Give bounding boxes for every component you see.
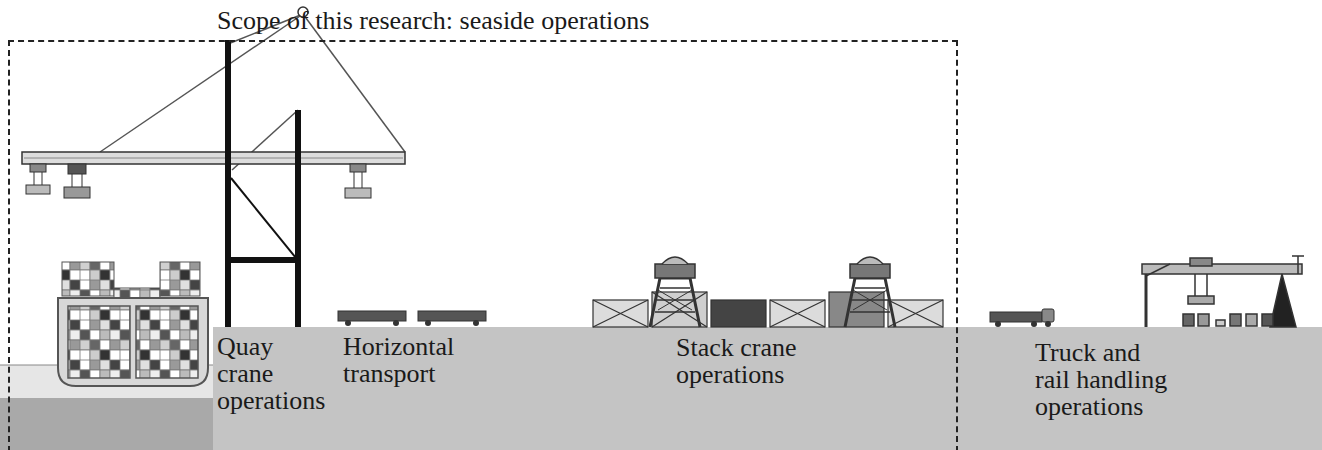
truck bbox=[990, 309, 1054, 327]
area-label: Truck and rail handling operations bbox=[1035, 339, 1177, 420]
quay-crane bbox=[22, 7, 405, 327]
crane-trolley bbox=[26, 164, 371, 198]
scope-region: Scope of this research: seaside operatio… bbox=[8, 40, 958, 450]
deck-stack bbox=[160, 262, 200, 296]
ship-hull bbox=[58, 298, 208, 386]
region-heading: Scope of this research: seaside operatio… bbox=[217, 7, 649, 34]
stack-crane bbox=[650, 257, 895, 327]
ship-hold bbox=[68, 306, 130, 378]
quay-ground bbox=[213, 327, 1322, 450]
transport-vehicle bbox=[338, 311, 486, 326]
rail-crane bbox=[1142, 256, 1304, 327]
area-label: Stack crane operations bbox=[676, 334, 844, 388]
deck-stack bbox=[62, 262, 114, 296]
sea-bed bbox=[0, 398, 213, 450]
deck-stack bbox=[114, 288, 160, 298]
container-ship bbox=[58, 262, 208, 386]
area-label: Horizontal transport bbox=[343, 333, 454, 387]
area-label: Quay crane operations bbox=[217, 333, 325, 414]
ship-hold bbox=[136, 306, 198, 378]
